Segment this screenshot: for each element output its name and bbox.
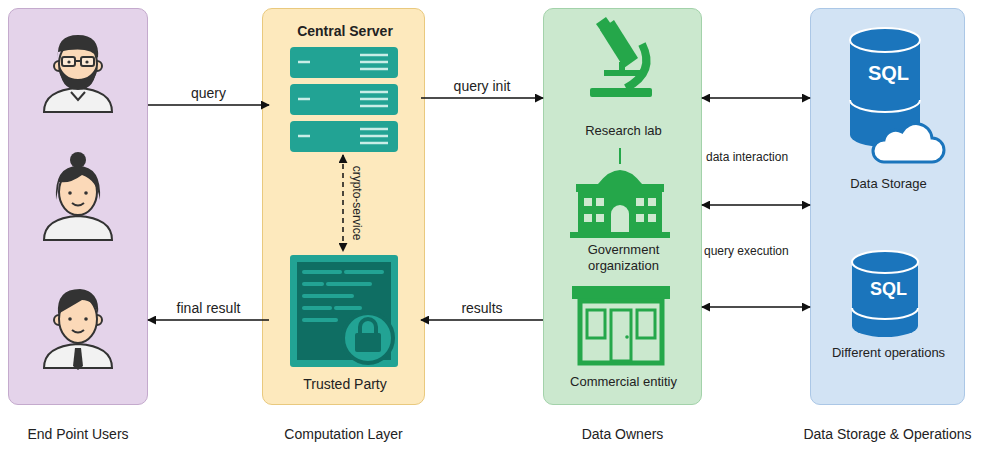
microscope-icon — [590, 17, 652, 97]
flow-note: data interaction — [706, 150, 788, 164]
panel-heading: Data Storage & Operations — [803, 426, 971, 444]
government-building-icon — [570, 148, 670, 238]
arrow-connector — [421, 319, 543, 321]
edge-label: query init — [454, 78, 511, 94]
database-tag: SQL — [823, 61, 954, 86]
entity-node: Research lab — [551, 15, 696, 145]
node-label: Government organization — [555, 242, 692, 275]
arrow-connector — [702, 306, 810, 308]
node-label: Trusted Party — [273, 376, 417, 394]
trusted-party-icon — [290, 255, 398, 367]
edge-label: crypto-service — [350, 166, 364, 241]
node-label: Data Storage — [823, 176, 954, 192]
edge-label: final result — [177, 300, 241, 316]
node-label: Commercial entitiy — [555, 374, 692, 390]
shop-icon — [572, 286, 670, 363]
arrow-connector — [702, 204, 810, 206]
database-tag: SQL — [823, 278, 954, 301]
server-icon — [290, 47, 398, 152]
panel-heading: Data Owners — [582, 426, 664, 444]
panel-heading: End Point Users — [27, 426, 128, 444]
node-label: Different operations — [823, 345, 954, 361]
user-avatar — [44, 289, 112, 370]
database-icon — [852, 251, 918, 337]
database-icon — [850, 28, 944, 162]
arrow-connector — [702, 97, 810, 99]
arrow-connector — [421, 97, 543, 99]
edge-label: query — [191, 85, 226, 101]
panel-heading: Computation Layer — [284, 426, 402, 444]
node-label: Central Server — [273, 23, 417, 41]
arrow-connector — [148, 319, 269, 321]
layer-panel: Data Storage & OperationsSQLData Storage… — [810, 8, 965, 405]
user-avatar — [44, 35, 112, 112]
arrow-connector — [148, 104, 269, 106]
flow-note: query execution — [704, 244, 789, 258]
dashed-connector — [342, 155, 344, 251]
user-avatar — [44, 152, 112, 240]
edge-label: results — [461, 300, 502, 316]
node-label: Research lab — [555, 123, 692, 139]
